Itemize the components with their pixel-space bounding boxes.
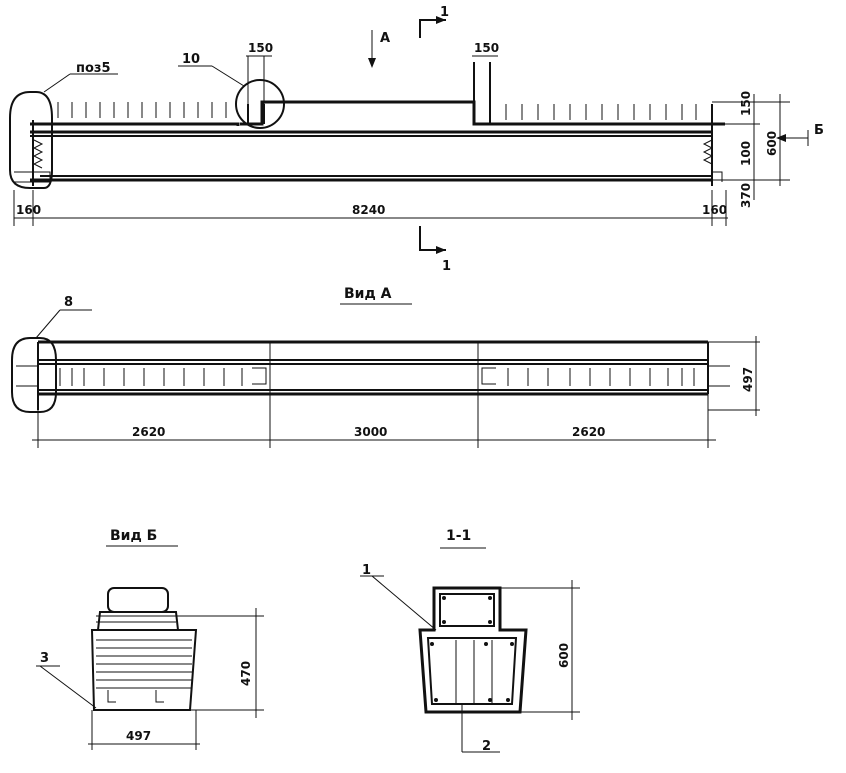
- section-title: 1-1: [446, 528, 471, 544]
- notch-left: [247, 104, 265, 124]
- label-item10: 10: [182, 52, 200, 67]
- dim-height-top: 150: [739, 91, 753, 116]
- end-plate-left: [14, 171, 51, 183]
- dim-right-end: 160: [702, 203, 727, 217]
- section-rebar-dots: [430, 596, 514, 702]
- dim-height-bottom: 370: [739, 183, 753, 208]
- section-cut-top: [419, 19, 446, 38]
- section-1-1: 1-1 1 2 600: [360, 528, 580, 754]
- stirrups-right: [505, 104, 697, 120]
- beam-elevation: поз5 10 150 150 А 1 1 Б 160: [9, 5, 824, 274]
- label-view-a-marker: А: [380, 31, 390, 46]
- label-pos5: поз5: [76, 61, 111, 76]
- view-b-top-block: [107, 587, 169, 613]
- callout-3-leader: [39, 665, 97, 709]
- end-reinforcement-right: [702, 139, 723, 182]
- label-section-bottom: 1: [442, 259, 451, 274]
- beam-top-chord: [30, 100, 725, 126]
- callout-10-leader: [211, 65, 245, 87]
- plan-stirrups-left: [59, 368, 243, 386]
- dim-height-total: 600: [765, 131, 779, 156]
- dim-seg-mid: 3000: [354, 425, 387, 439]
- label-section-top: 1: [440, 5, 449, 20]
- dim-section-height: 600: [557, 643, 571, 668]
- notch-right: [473, 62, 491, 124]
- section-outline: [418, 586, 528, 714]
- callout-8-oval: [11, 337, 57, 413]
- label-item8: 8: [64, 295, 73, 310]
- stirrups-left: [57, 102, 227, 118]
- end-reinforcement-left: [32, 139, 44, 169]
- dim-notch-right: 150: [474, 41, 499, 55]
- dim-view-b-height: 470: [239, 661, 253, 686]
- dim-view-b-width: 497: [126, 729, 151, 743]
- dim-notch-left: 150: [248, 41, 273, 55]
- section-top-rebar: [439, 593, 495, 627]
- view-a-plan: Вид А: [11, 286, 760, 448]
- section-stirrup-legs: [455, 640, 493, 704]
- view-b: Вид Б 3 470 497: [36, 528, 264, 750]
- view-b-title: Вид Б: [110, 528, 157, 544]
- view-b-shoulder: [96, 611, 180, 631]
- callout-10-circle: [235, 79, 285, 129]
- dim-seg-left: 2620: [132, 425, 165, 439]
- view-a-title: Вид А: [344, 286, 392, 302]
- callout-pos5-oval: [9, 91, 53, 189]
- dim-seg-right: 2620: [572, 425, 605, 439]
- dim-height-mid: 100: [739, 141, 753, 166]
- label-item1: 1: [362, 563, 371, 578]
- label-view-b-marker: Б: [814, 123, 824, 138]
- dim-plan-width: 497: [741, 367, 755, 392]
- dim-left-end: 160: [16, 203, 41, 217]
- callout-pos5-leader: [43, 73, 71, 93]
- section-cut-bottom: [419, 226, 446, 251]
- label-item3: 3: [40, 651, 49, 666]
- label-item2: 2: [482, 739, 491, 754]
- callout-1-leader: [371, 575, 437, 631]
- plan-stirrups-right: [507, 368, 695, 386]
- dim-total-length: 8240: [352, 203, 385, 217]
- section-bottom-rebar: [426, 637, 518, 705]
- view-b-hatch: [96, 615, 192, 689]
